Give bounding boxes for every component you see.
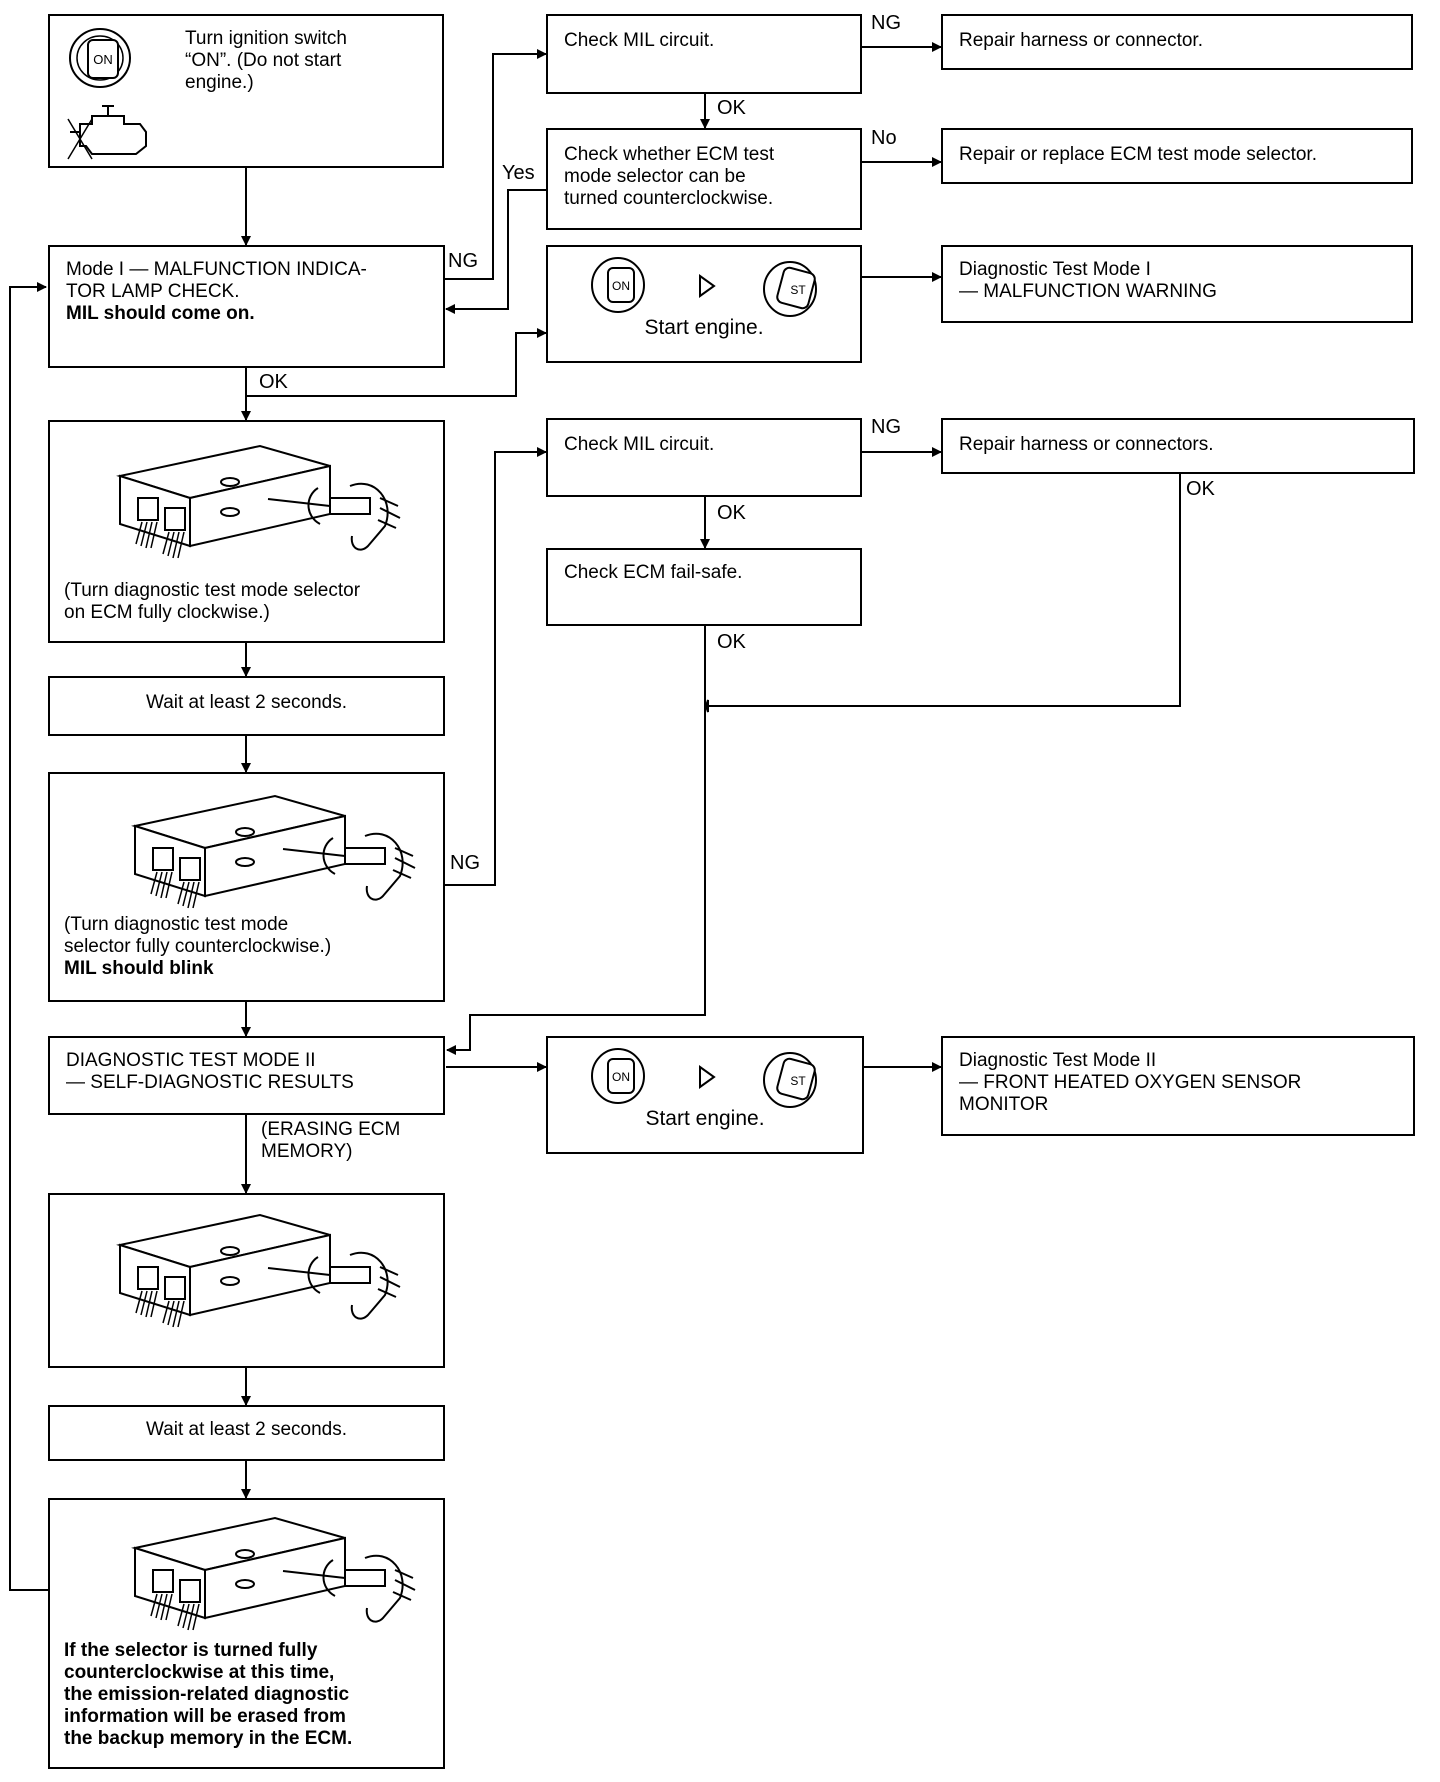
check-mil-text-1: Check MIL circuit. bbox=[564, 30, 715, 51]
repair-selector-text: Repair or replace ECM test mode selector… bbox=[959, 144, 1317, 165]
ignition-on-step: ON Turn ignition switch “ON”. (Do not st… bbox=[48, 14, 444, 168]
wait-text-1: Wait at least 2 seconds. bbox=[145, 692, 347, 713]
mode2-self-diagnostic-box: DIAGNOSTIC TEST MODE II — SELF-DIAGNOSTI… bbox=[48, 1036, 445, 1115]
mode1-title: Mode I — MALFUNCTION INDICA- TOR LAMP CH… bbox=[66, 259, 367, 302]
erase-selector-cw-box bbox=[48, 1193, 445, 1368]
ok-label: OK bbox=[717, 502, 746, 524]
ignition-key-on-icon: ON bbox=[591, 257, 645, 313]
mil-should-blink: MIL should blink bbox=[64, 958, 214, 979]
repair-text-1: Repair harness or connector. bbox=[959, 30, 1203, 51]
erasing-memory-label: (ERASING ECM MEMORY) bbox=[261, 1119, 401, 1162]
yes-label: Yes bbox=[502, 162, 535, 184]
turn-ccw-text: (Turn diagnostic test mode selector full… bbox=[64, 914, 332, 957]
start-engine-box-2: ON ST Start engine. bbox=[546, 1036, 864, 1154]
ok-label: OK bbox=[259, 371, 288, 393]
ecm-selector-clockwise-illustration bbox=[116, 1213, 401, 1328]
start-engine-box-1: ON ST Start engine. bbox=[546, 245, 862, 363]
check-mil-text-2: Check MIL circuit. bbox=[564, 434, 715, 455]
arrow-right-icon bbox=[699, 1065, 716, 1089]
turn-selector-cw-box: (Turn diagnostic test mode selector on E… bbox=[48, 420, 445, 643]
repair-harness-box-2: Repair harness or connectors. bbox=[941, 418, 1415, 474]
svg-text:ST: ST bbox=[790, 283, 806, 297]
wait-2s-box-1: Wait at least 2 seconds. bbox=[48, 676, 445, 736]
repair-harness-box-1: Repair harness or connector. bbox=[941, 14, 1413, 70]
svg-text:ON: ON bbox=[93, 52, 113, 67]
check-mil-circuit-box-2: Check MIL circuit. bbox=[546, 418, 862, 497]
start-engine-text-1: Start engine. bbox=[644, 316, 764, 339]
check-failsafe-box: Check ECM fail-safe. bbox=[546, 548, 862, 626]
mode2-title: DIAGNOSTIC TEST MODE II — SELF-DIAGNOSTI… bbox=[66, 1050, 354, 1093]
ecm-selector-counterclockwise-illustration bbox=[131, 1516, 416, 1631]
ignition-key-start-icon: ST bbox=[763, 261, 817, 317]
ecm-selector-clockwise-illustration bbox=[116, 444, 401, 559]
turn-cw-text: (Turn diagnostic test mode selector on E… bbox=[64, 580, 361, 623]
check-engine-lamp-icon bbox=[67, 105, 147, 160]
ignition-key-on-icon: ON bbox=[591, 1048, 645, 1104]
arrow-right-icon bbox=[699, 274, 716, 298]
svg-text:ST: ST bbox=[790, 1074, 806, 1088]
no-label: No bbox=[871, 127, 897, 149]
wait-2s-box-2: Wait at least 2 seconds. bbox=[48, 1405, 445, 1461]
turn-selector-ccw-box: (Turn diagnostic test mode selector full… bbox=[48, 772, 445, 1002]
mode1-result-box: Diagnostic Test Mode I — MALFUNCTION WAR… bbox=[941, 245, 1413, 323]
erase-warning-box: If the selector is turned fully counterc… bbox=[48, 1498, 445, 1769]
ng-label: NG bbox=[448, 250, 478, 272]
check-mil-circuit-box-1: Check MIL circuit. bbox=[546, 14, 862, 94]
ok-label: OK bbox=[717, 97, 746, 119]
svg-text:ON: ON bbox=[612, 279, 630, 293]
check-failsafe-text: Check ECM fail-safe. bbox=[564, 562, 743, 583]
repair-selector-box: Repair or replace ECM test mode selector… bbox=[941, 128, 1413, 184]
erase-warning-text: If the selector is turned fully counterc… bbox=[64, 1640, 353, 1749]
ng-label: NG bbox=[871, 416, 901, 438]
ng-label: NG bbox=[871, 12, 901, 34]
ng-label: NG bbox=[450, 852, 480, 874]
check-selector-box: Check whether ECM test mode selector can… bbox=[546, 128, 862, 230]
mode1-mil-check-box: Mode I — MALFUNCTION INDICA- TOR LAMP CH… bbox=[48, 245, 445, 368]
start-engine-text-2: Start engine. bbox=[645, 1107, 765, 1130]
ignition-key-on-icon: ON bbox=[69, 28, 131, 88]
check-selector-text: Check whether ECM test mode selector can… bbox=[564, 144, 775, 209]
mode2-result-box: Diagnostic Test Mode II — FRONT HEATED O… bbox=[941, 1036, 1415, 1136]
ok-label: OK bbox=[1186, 478, 1215, 500]
svg-text:ON: ON bbox=[612, 1070, 630, 1084]
ecm-selector-counterclockwise-illustration bbox=[131, 794, 416, 909]
repair-text-2: Repair harness or connectors. bbox=[959, 434, 1214, 455]
ok-label: OK bbox=[717, 631, 746, 653]
mil-should-come-on: MIL should come on. bbox=[66, 303, 255, 324]
mode2-result-text: Diagnostic Test Mode II — FRONT HEATED O… bbox=[959, 1050, 1302, 1115]
ignition-on-text: Turn ignition switch “ON”. (Do not start… bbox=[185, 28, 347, 93]
ignition-key-start-icon: ST bbox=[763, 1052, 817, 1108]
mode1-result-text: Diagnostic Test Mode I — MALFUNCTION WAR… bbox=[959, 259, 1217, 302]
wait-text-2: Wait at least 2 seconds. bbox=[145, 1419, 347, 1440]
